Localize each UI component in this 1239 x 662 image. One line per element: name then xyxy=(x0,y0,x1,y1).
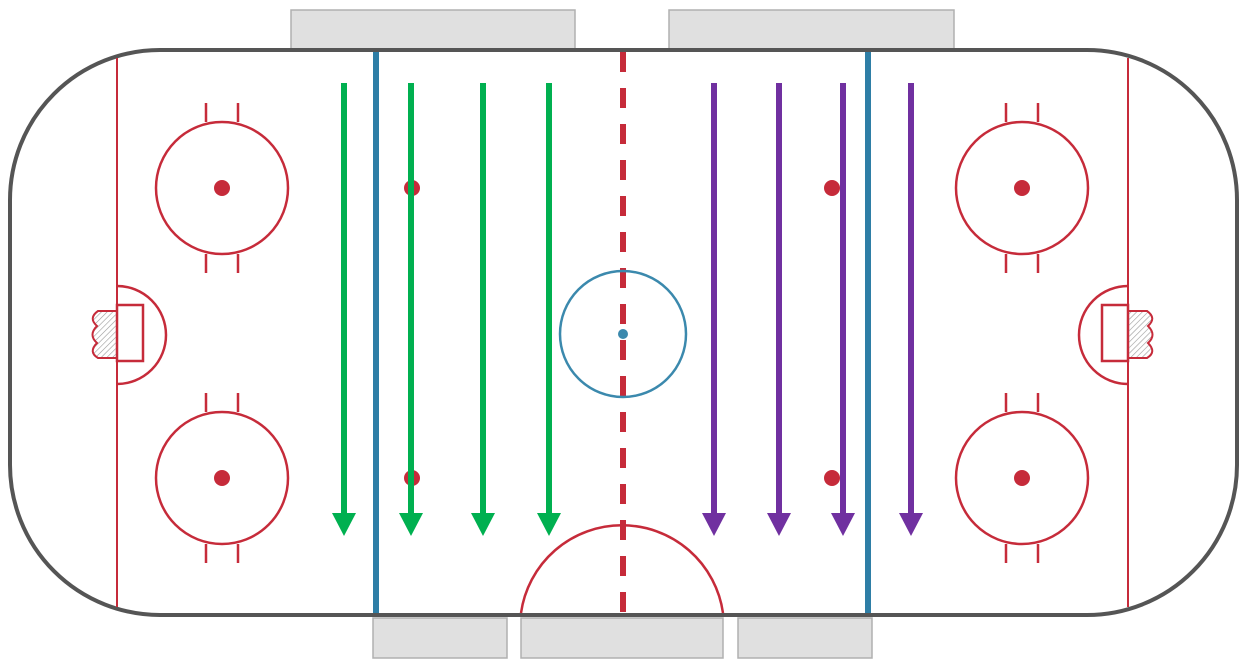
arrow-purple-1 xyxy=(702,83,726,536)
faceoff-dot xyxy=(214,470,230,486)
goal-net-right xyxy=(1127,310,1154,359)
faceoff-circle-ring xyxy=(154,120,290,256)
arrow-head xyxy=(471,513,495,536)
referee-crease xyxy=(519,524,725,614)
goal-crease-right xyxy=(1077,284,1129,386)
neutral-dot-top-right xyxy=(824,180,840,196)
penalty-box-bottom-right xyxy=(737,617,873,659)
bench-top-right xyxy=(668,9,955,51)
faceoff-dot xyxy=(1014,470,1030,486)
scorekeeper-box-bottom xyxy=(520,617,724,659)
arrow-head xyxy=(537,513,561,536)
arrow-green-4 xyxy=(537,83,561,536)
goal-crease-left xyxy=(116,284,168,386)
arrow-head xyxy=(767,513,791,536)
arrow-purple-4 xyxy=(899,83,923,536)
arrow-green-1 xyxy=(332,83,356,536)
center-faceoff-dot xyxy=(618,329,628,339)
faceoff-dot xyxy=(214,180,230,196)
faceoff-circle-bottom-right xyxy=(954,393,1090,563)
arrow-head xyxy=(399,513,423,536)
arrow-purple-3 xyxy=(831,83,855,536)
arrow-green-3 xyxy=(471,83,495,536)
faceoff-circle-bottom-left xyxy=(154,393,290,563)
center-faceoff-circle xyxy=(558,269,688,399)
arrow-head xyxy=(332,513,356,536)
arrows-green-group xyxy=(332,83,561,536)
faceoff-circle-top-left xyxy=(154,103,290,273)
goal-net-left xyxy=(91,310,118,359)
arrow-purple-2 xyxy=(767,83,791,536)
arrow-green-2 xyxy=(399,83,423,536)
benches xyxy=(290,9,955,659)
arrow-head xyxy=(831,513,855,536)
faceoff-circle-ring xyxy=(954,410,1090,546)
faceoff-circle-ring xyxy=(954,120,1090,256)
penalty-box-bottom-left xyxy=(372,617,508,659)
faceoff-dot xyxy=(1014,180,1030,196)
arrow-head xyxy=(899,513,923,536)
arrow-head xyxy=(702,513,726,536)
arrows-purple-group xyxy=(702,83,923,536)
neutral-dot-bottom-right xyxy=(824,470,840,486)
faceoff-circle-top-right xyxy=(954,103,1090,273)
faceoff-circle-ring xyxy=(154,410,290,546)
bench-top-left xyxy=(290,9,576,51)
